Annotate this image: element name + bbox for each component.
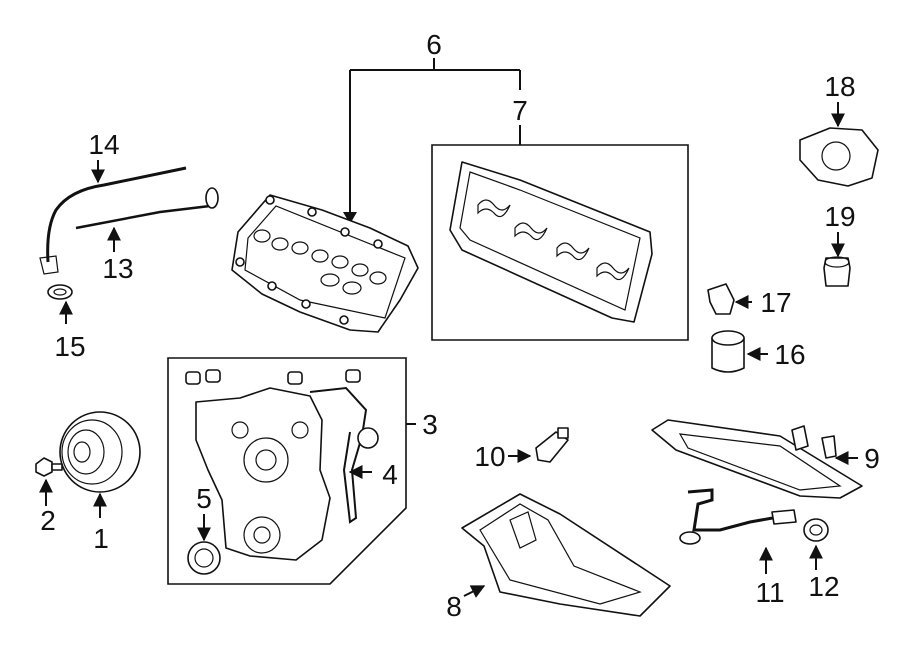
oil-filter-adapter[interactable] [799, 127, 879, 187]
timing-cover-box [167, 357, 416, 585]
callout-8-leader [463, 585, 486, 598]
callout-17: 17 [760, 287, 791, 318]
oil-pickup-tube[interactable] [679, 488, 797, 545]
callout-19: 19 [824, 201, 855, 232]
callout-4: 4 [382, 459, 398, 490]
valve-cover[interactable] [231, 194, 419, 333]
callout-1: 1 [93, 523, 109, 554]
dipstick-tube-seal[interactable] [47, 284, 73, 300]
callout-16: 16 [774, 339, 805, 370]
windage-tray[interactable] [651, 419, 863, 499]
dipstick-tube[interactable] [39, 166, 187, 275]
callout-12: 12 [808, 571, 839, 602]
valve-cover-gasket-box [431, 144, 689, 341]
valve-cover-gasket[interactable] [449, 161, 653, 323]
oil-pan[interactable] [461, 493, 671, 617]
callout-8: 8 [446, 591, 462, 622]
timing-cover[interactable] [195, 387, 331, 561]
callout-13: 13 [102, 253, 133, 284]
dipstick[interactable] [75, 187, 219, 230]
callout-18: 18 [824, 71, 855, 102]
front-crank-seal[interactable] [187, 541, 221, 575]
oil-pressure-sensor[interactable] [707, 283, 735, 315]
harmonic-balancer[interactable] [59, 411, 141, 493]
callout-5: 5 [196, 483, 212, 514]
dowel-pins[interactable] [185, 369, 361, 385]
callout-6-7-bracket [343, 58, 521, 224]
callout-15: 15 [54, 331, 85, 362]
balancer-bolt[interactable] [35, 457, 63, 477]
callout-9: 9 [864, 443, 880, 474]
sensor-10[interactable] [535, 427, 569, 463]
callout-3: 3 [422, 409, 438, 440]
callout-14: 14 [88, 129, 119, 160]
pickup-o-ring[interactable] [803, 518, 829, 542]
callout-7: 7 [512, 95, 528, 126]
callout-6: 6 [426, 29, 442, 60]
oil-filter[interactable] [711, 330, 745, 373]
oil-filler-cap[interactable] [823, 256, 851, 287]
callout-10: 10 [474, 441, 505, 472]
callout-11: 11 [755, 577, 784, 608]
callout-2: 2 [40, 505, 56, 536]
